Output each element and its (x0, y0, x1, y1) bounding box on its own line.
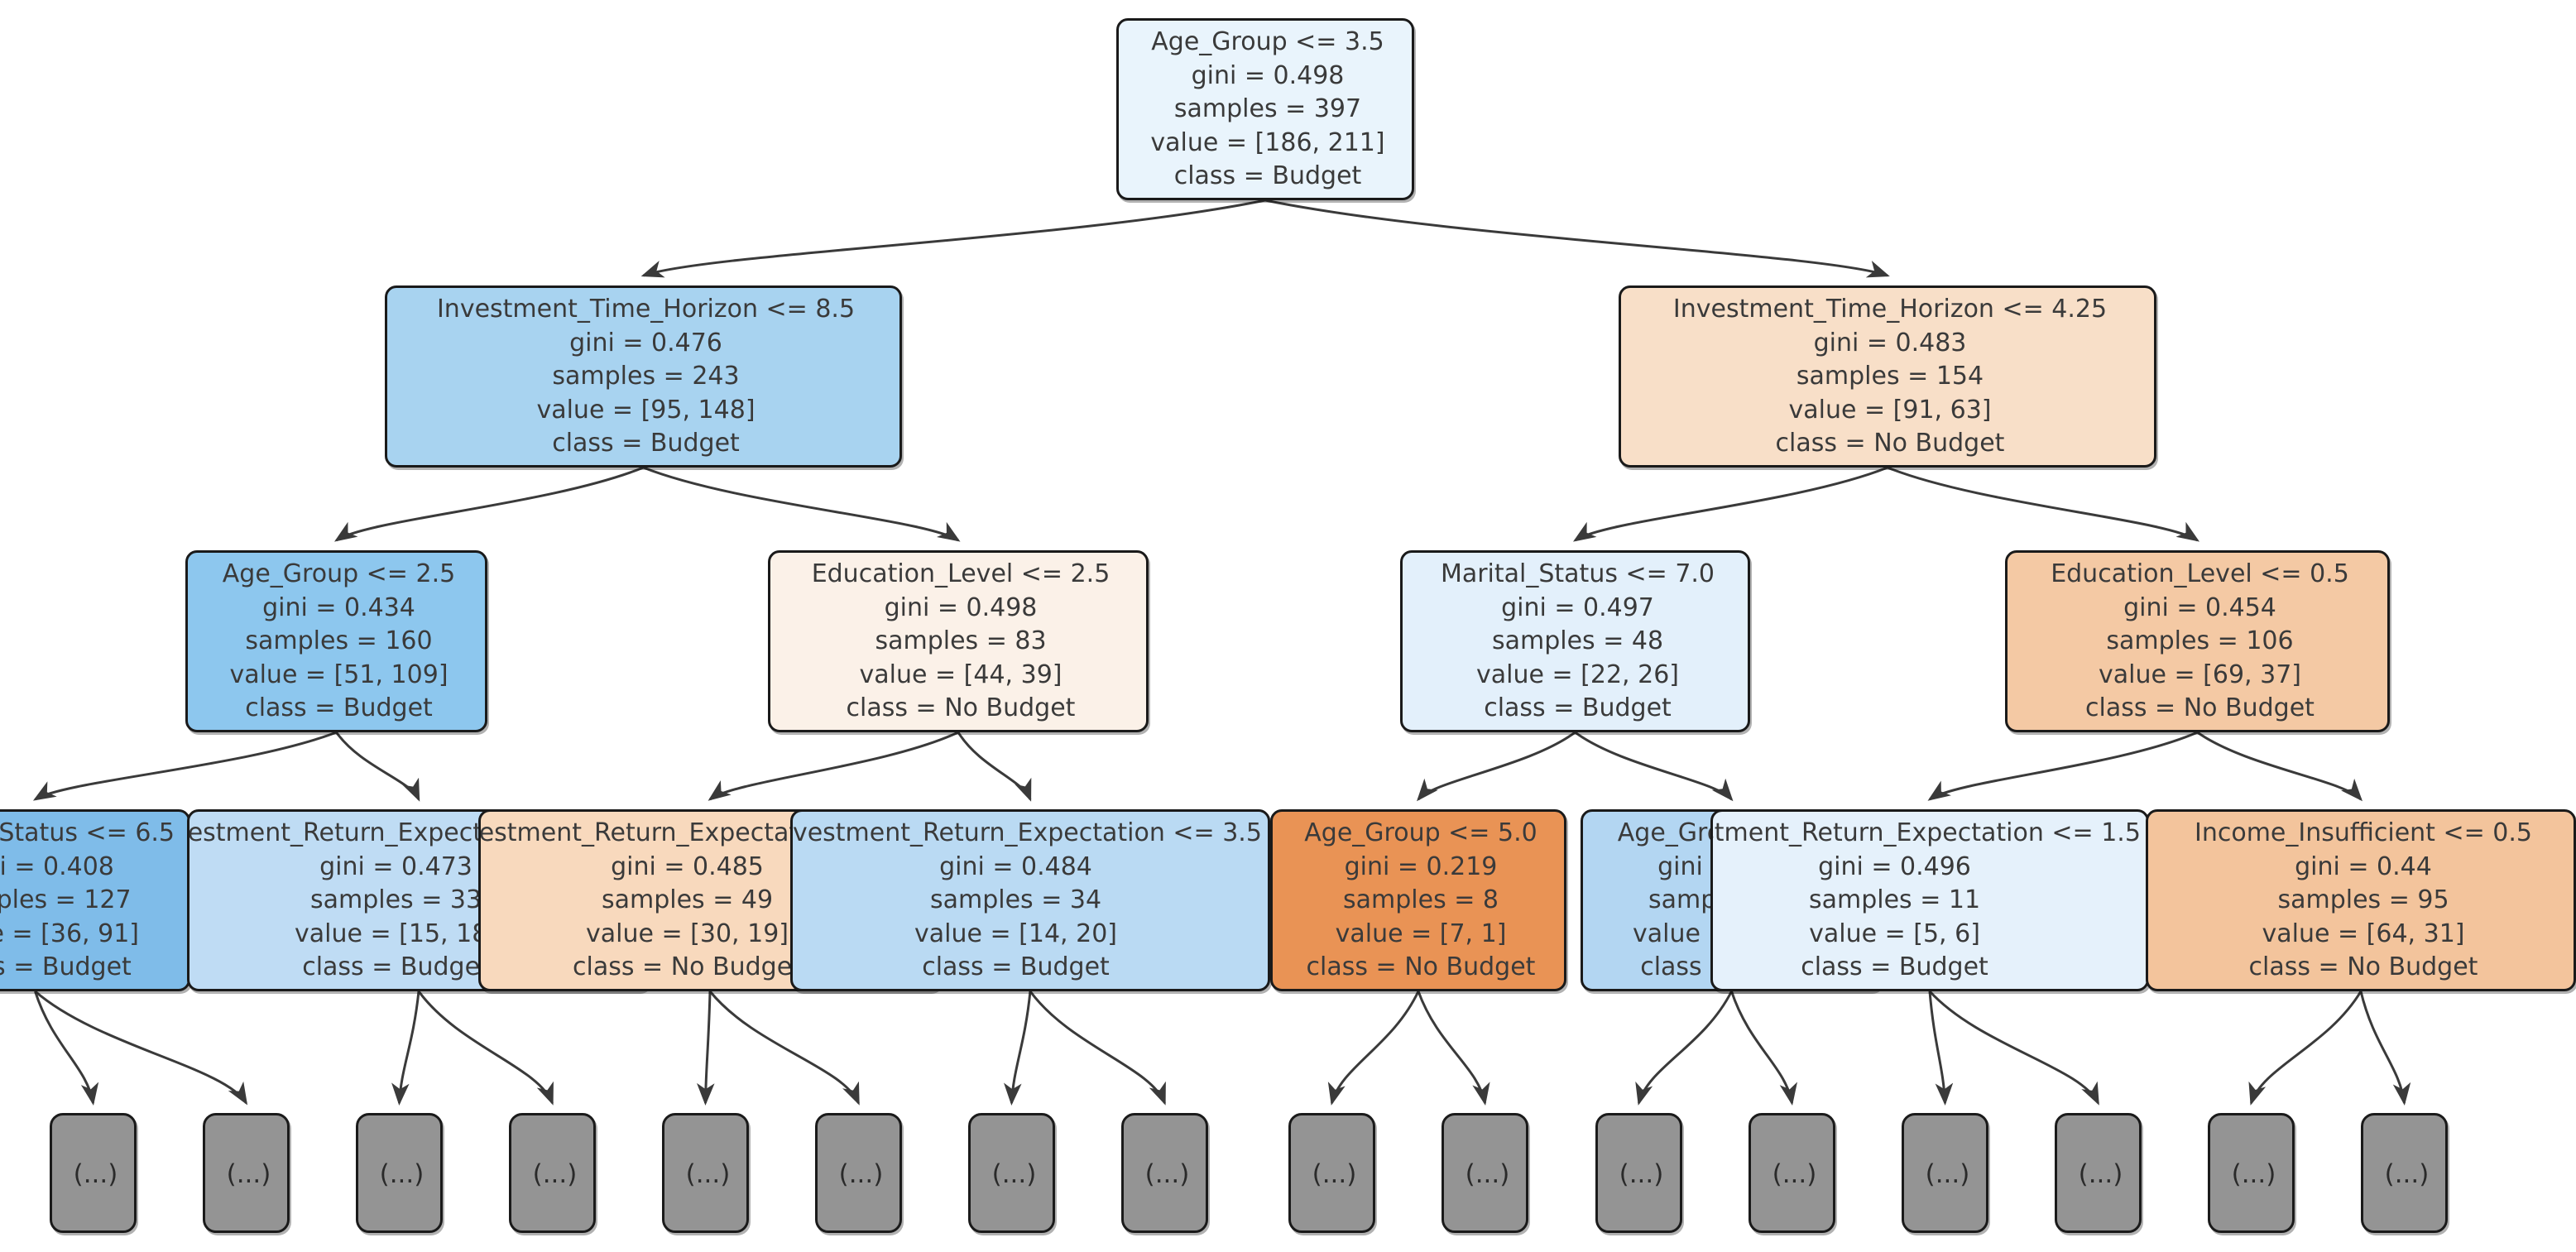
tree-edge (640, 199, 1266, 278)
tree-edge (32, 731, 338, 801)
tree-node-text: (...) (1619, 1158, 1664, 1189)
tree-node-text: (...) (1925, 1158, 1970, 1189)
tree-edge (1004, 991, 1032, 1106)
tree-edge (1730, 991, 1797, 1106)
tree-edge (1264, 199, 1890, 278)
tree-node: Investment_Return_Expectation <= 1.5 gin… (1710, 809, 2149, 991)
tree-node: Marital_Status <= 6.5 gini = 0.408 sampl… (0, 809, 190, 991)
tree-edge (2359, 991, 2411, 1106)
tree-node-truncated: (...) (968, 1113, 1055, 1233)
tree-node-text: (...) (2078, 1158, 2123, 1189)
tree-edge (391, 991, 420, 1106)
tree-node: Age_Group <= 3.5 gini = 0.498 samples = … (1116, 18, 1414, 200)
tree-edge (2196, 731, 2363, 802)
tree-edge (708, 991, 860, 1106)
tree-node-text: (...) (2384, 1158, 2430, 1189)
tree-node: Investment_Return_Expectation <= 3.5 gin… (790, 809, 1270, 991)
tree-edge (1572, 466, 1888, 542)
tree-node-truncated: (...) (1749, 1113, 1835, 1233)
tree-node-truncated: (...) (2208, 1113, 2295, 1233)
tree-node-text: Investment_Return_Expectation <= 2.5 gin… (478, 818, 933, 981)
tree-node: Education_Level <= 2.5 gini = 0.498 samp… (768, 550, 1149, 732)
tree-edge (1327, 991, 1420, 1106)
tree-node-text: (...) (838, 1158, 884, 1189)
tree-node-text: (...) (1144, 1158, 1190, 1189)
tree-node-text: (...) (685, 1158, 731, 1189)
tree-edge (1927, 731, 2199, 801)
tree-node-text: (...) (1465, 1158, 1510, 1189)
tree-node-truncated: (...) (203, 1113, 290, 1233)
tree-node-truncated: (...) (356, 1113, 443, 1233)
tree-node-truncated: (...) (1442, 1113, 1528, 1233)
tree-node: Income_Insufficient <= 0.5 gini = 0.44 s… (2146, 809, 2576, 991)
tree-node: Age_Group <= 5.0 gini = 0.219 samples = … (1270, 809, 1566, 991)
tree-edge (642, 466, 961, 542)
tree-node-truncated: (...) (1902, 1113, 1988, 1233)
tree-edge (697, 991, 715, 1106)
tree-edge (2248, 991, 2363, 1106)
tree-node-text: Investment_Return_Expectation <= 1.5 gin… (1713, 818, 2141, 981)
tree-node: Education_Level <= 0.5 gini = 0.454 samp… (2005, 550, 2390, 732)
tree-node-text: (...) (1312, 1158, 1357, 1189)
tree-node-text: (...) (379, 1158, 425, 1189)
tree-edge (1887, 466, 2200, 542)
tree-node-truncated: (...) (662, 1113, 749, 1233)
tree-node-truncated: (...) (50, 1113, 137, 1233)
tree-edge (1574, 731, 1734, 802)
tree-edge (1029, 991, 1166, 1106)
tree-node-text: Investment_Time_Horizon <= 8.5 gini = 0.… (436, 295, 856, 458)
tree-edge (957, 732, 1032, 802)
tree-node-text: Investment_Return_Expectation <= 3.5 gin… (790, 818, 1262, 981)
tree-node-text: Marital_Status <= 6.5 gini = 0.408 sampl… (0, 818, 175, 981)
tree-edge (417, 991, 554, 1106)
tree-node-text: (...) (2231, 1158, 2276, 1189)
tree-node-truncated: (...) (2055, 1113, 2142, 1233)
tree-node-text: (...) (226, 1158, 271, 1189)
tree-edge (1417, 991, 1490, 1106)
tree-node-text: Investment_Time_Horizon <= 4.25 gini = 0… (1672, 295, 2108, 458)
tree-edge (1635, 991, 1733, 1106)
tree-node-text: Age_Group <= 3.5 gini = 0.498 samples = … (1150, 27, 1385, 190)
tree-node-text: Marital_Status <= 7.0 gini = 0.497 sampl… (1440, 559, 1715, 722)
tree-edge (1417, 731, 1576, 802)
tree-node-truncated: (...) (1595, 1113, 1682, 1233)
tree-node-text: Age_Group <= 5.0 gini = 0.219 samples = … (1304, 818, 1537, 981)
tree-node: Marital_Status <= 7.0 gini = 0.497 sampl… (1400, 550, 1750, 732)
tree-node-truncated: (...) (815, 1113, 902, 1233)
tree-node-text: (...) (73, 1158, 118, 1189)
tree-edge (708, 731, 959, 801)
tree-node-truncated: (...) (1288, 1113, 1375, 1233)
tree-edge (34, 991, 99, 1106)
tree-node: Investment_Time_Horizon <= 4.25 gini = 0… (1619, 285, 2156, 468)
tree-node-text: Education_Level <= 0.5 gini = 0.454 samp… (2051, 559, 2349, 722)
tree-node-text: (...) (991, 1158, 1037, 1189)
tree-node: Investment_Time_Horizon <= 8.5 gini = 0.… (385, 285, 902, 468)
tree-node: Age_Group <= 2.5 gini = 0.434 samples = … (185, 550, 487, 732)
tree-edge (334, 466, 645, 542)
tree-node-text: (...) (532, 1158, 578, 1189)
tree-node-text: Income_Insufficient <= 0.5 gini = 0.44 s… (2194, 818, 2533, 981)
tree-node-truncated: (...) (1121, 1113, 1208, 1233)
tree-node-text: Education_Level <= 2.5 gini = 0.498 samp… (811, 559, 1111, 722)
tree-node-text: Age_Group <= 2.5 gini = 0.434 samples = … (222, 559, 456, 722)
tree-node-truncated: (...) (2361, 1113, 2448, 1233)
tree-node-truncated: (...) (509, 1113, 596, 1233)
tree-edge (335, 732, 420, 802)
tree-node-text: (...) (1772, 1158, 1817, 1189)
tree-edge (1928, 991, 1954, 1106)
tree-edge (34, 990, 248, 1106)
tree-edge (1928, 990, 2099, 1106)
